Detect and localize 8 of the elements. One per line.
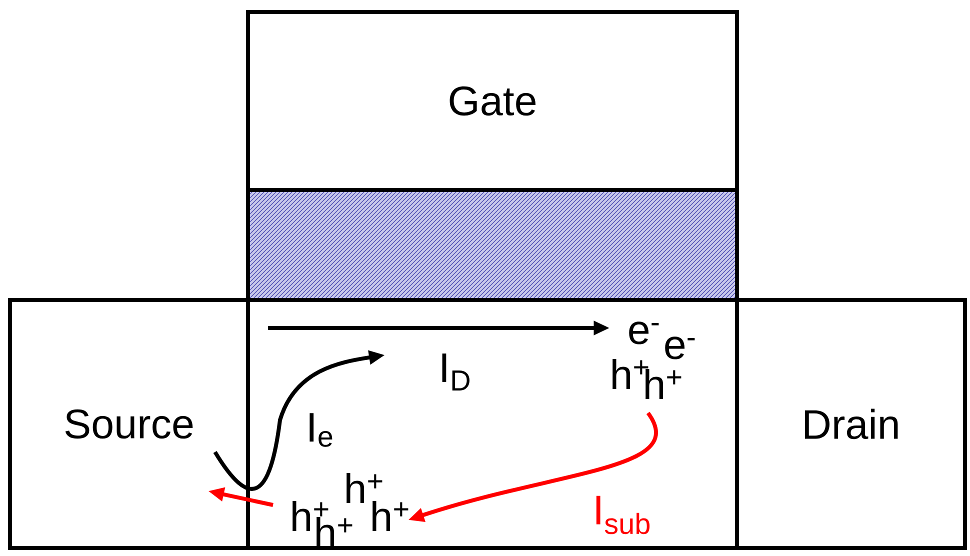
region-box: Drain [735, 298, 967, 550]
current-label: I$_{sub}$ [596, 496, 650, 534]
region-box: Gate [246, 10, 739, 192]
current-label: I$_{D}$ [442, 354, 470, 390]
current-label: I$_{e}$ [310, 413, 332, 447]
charge-carriers: e$^{-}$ e$^{-}$ h$^{+}$ h$^{+}$ [612, 322, 695, 399]
charge-carriers: h$^{+}$ h$^{+}$ h$^{+}$ h$^{+}$ [292, 473, 408, 547]
region-box: Source [8, 298, 250, 550]
